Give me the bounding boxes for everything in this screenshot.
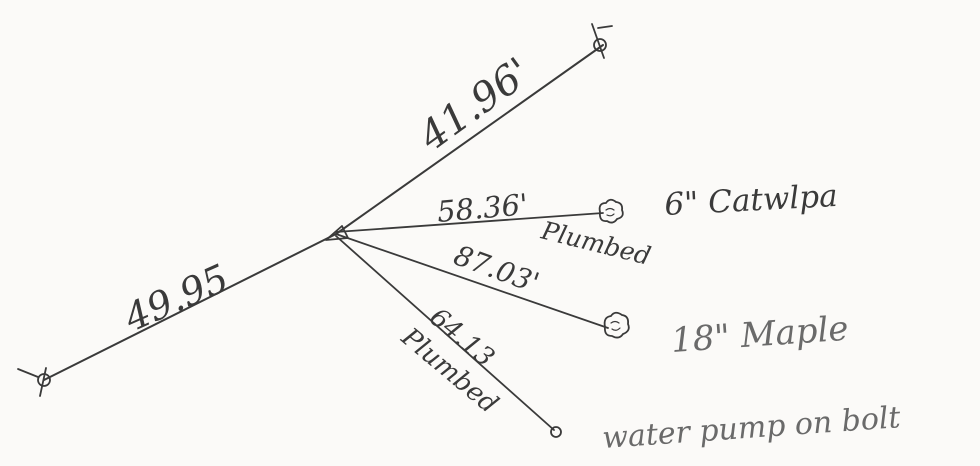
water-pump-label: water pump on bolt <box>601 400 902 456</box>
east-tree-icon <box>598 198 624 224</box>
northeast-endpoint-icon <box>591 23 613 59</box>
southwest-endpoint-icon <box>17 367 51 397</box>
shot-line-southeast <box>335 233 609 329</box>
southeast-distance-label: 87.03' <box>450 239 544 300</box>
east-note-label: Plumbed <box>538 215 654 270</box>
southwest-distance-label: 49.95 <box>117 256 235 341</box>
shot-line-south <box>335 235 555 431</box>
southeast-tree-label: 18" Maple <box>670 309 850 361</box>
traverse-line-northeast <box>335 44 604 235</box>
center-point-triangle <box>325 225 349 241</box>
southeast-tree-icon <box>603 311 630 339</box>
water-pump-marker-icon <box>550 426 562 438</box>
traverse-line-southwest <box>43 233 337 381</box>
east-distance-label: 58.36' <box>436 187 530 229</box>
east-tree-label: 6" Catwlpa <box>664 178 839 223</box>
shot-line-east <box>335 212 604 233</box>
